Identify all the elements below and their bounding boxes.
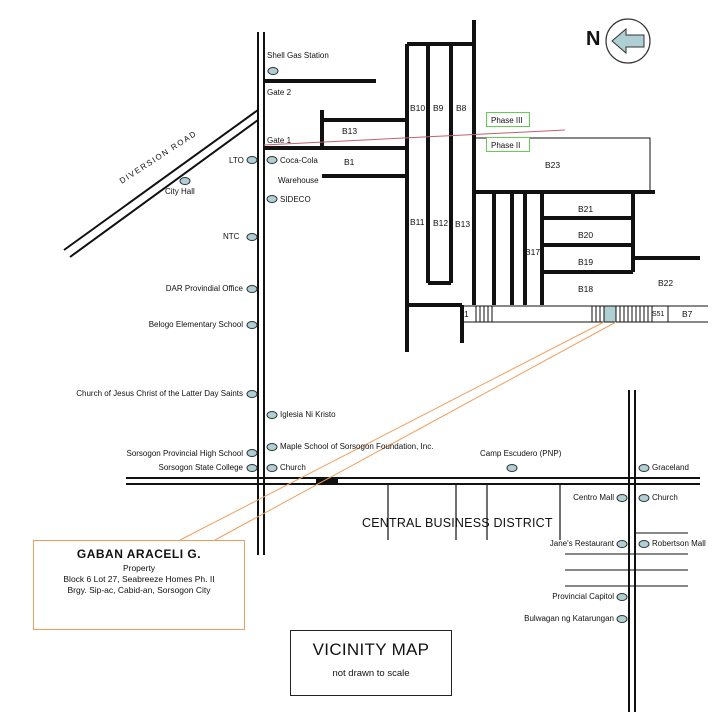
landmark-warehouse: Warehouse [278, 176, 319, 185]
block-b17: B17 [525, 247, 541, 257]
block-b8: B8 [456, 103, 467, 113]
gate1-line [263, 129, 566, 146]
landmark-camp-escudero: Camp Escudero (PNP) [480, 449, 562, 458]
landmark-church-2: Church [652, 493, 678, 502]
block-b18: B18 [578, 284, 594, 294]
landmark-markers [179, 67, 650, 623]
gate1-label: Gate 1 [267, 136, 292, 145]
phase-iii-box: Phase III [486, 112, 530, 127]
block-b12: B12 [433, 218, 449, 228]
b23-outline [474, 137, 651, 192]
north-arrow-icon [605, 18, 651, 64]
landmark-janes-restaurant: Jane's Restaurant [549, 539, 614, 548]
right-road [628, 390, 636, 712]
property-address-line1: Block 6 Lot 27, Seabreeze Homes Ph. II [63, 574, 215, 584]
block-b13-south: B13 [455, 219, 471, 229]
vicinity-map-legend: VICINITY MAP not drawn to scale [290, 630, 452, 696]
subdivision-roads [264, 20, 700, 352]
landmark-iglesia: Iglesia Ni Kristo [280, 410, 336, 419]
diversion-road [63, 109, 259, 258]
block-b21: B21 [578, 204, 594, 214]
legend-title: VICINITY MAP [312, 640, 430, 659]
block-b10: B10 [410, 103, 426, 113]
block-b9: B9 [433, 103, 444, 113]
lot-strip [462, 305, 708, 323]
landmark-maple-school: Maple School of Sorsogon Foundation, Inc… [280, 442, 434, 451]
landmark-shell: Shell Gas Station [267, 51, 329, 60]
landmark-lto: LTO [229, 156, 244, 165]
cbd-road [126, 477, 700, 485]
block-b19: B19 [578, 257, 594, 267]
landmark-graceland: Graceland [652, 463, 689, 472]
landmark-provincial-capitol: Provincial Capitol [552, 592, 614, 601]
property-info-box: GABAN ARACELI G. Property Block 6 Lot 27… [33, 540, 245, 630]
landmark-belogo: Belogo Elementary School [148, 320, 243, 329]
landmark-bulwagan: Bulwagan ng Katarungan [524, 614, 614, 623]
landmark-ssc: Sorsogon State College [158, 463, 244, 472]
main-road [257, 32, 265, 555]
property-pointer-lines [179, 321, 617, 541]
road-segment [316, 478, 338, 484]
north-label: N [586, 28, 601, 50]
landmark-city-hall: City Hall [165, 187, 195, 196]
lot-1: 1 [464, 309, 469, 319]
block-b20: B20 [578, 230, 594, 240]
phase-ii-box: Phase II [486, 137, 530, 152]
gate2-label: Gate 2 [267, 88, 292, 97]
block-b22: B22 [658, 278, 674, 288]
cbd-cross-streets [387, 484, 561, 540]
legend-subtitle: not drawn to scale [332, 668, 410, 679]
landmark-sideco: SIDECO [280, 195, 311, 204]
property-owner: GABAN ARACELI G. [76, 547, 202, 561]
landmark-sphs: Sorsogon Provincial High School [126, 449, 243, 458]
landmark-lds-church: Church of Jesus Christ of the Latter Day… [76, 389, 243, 398]
landmark-robertson-mall: Robertson Mall [652, 539, 706, 548]
cbd-label: CENTRAL BUSINESS DISTRICT [362, 516, 553, 530]
landmark-ntc: NTC [223, 232, 240, 241]
landmark-dar: DAR Provindial Office [165, 284, 243, 293]
landmark-coca-cola: Coca-Cola [280, 156, 318, 165]
lot-s51: S51 [652, 311, 665, 318]
block-b13-north: B13 [342, 126, 358, 136]
block-b23: B23 [545, 160, 561, 170]
landmark-church: Church [280, 463, 306, 472]
block-b1: B1 [344, 157, 355, 167]
right-road-streets [565, 532, 688, 587]
block-b11: B11 [410, 217, 425, 227]
block-b7: B7 [682, 309, 693, 319]
property-label: Property [122, 563, 156, 573]
landmark-centro-mall: Centro Mall [573, 493, 614, 502]
property-lot-marker [603, 305, 617, 323]
property-address-line2: Brgy. Sip-ac, Cabid-an, Sorsogon City [67, 585, 211, 595]
